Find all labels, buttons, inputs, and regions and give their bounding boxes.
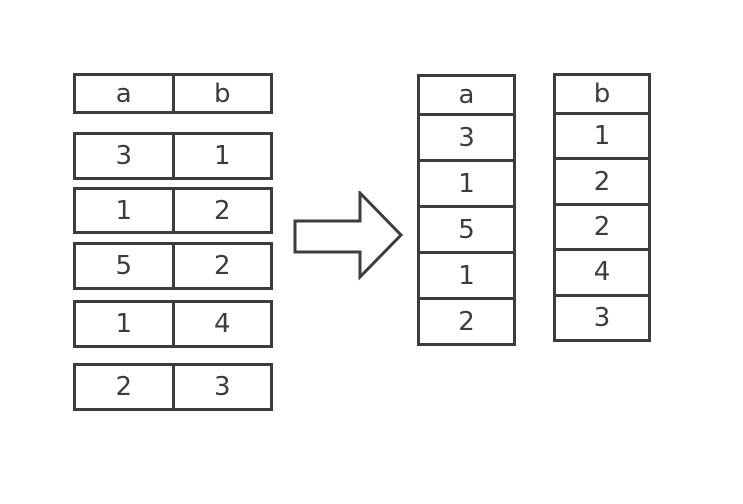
row-cell-a: 1 xyxy=(76,303,175,345)
table-row: 1 2 xyxy=(73,187,273,234)
row-cell-b: 1 xyxy=(213,141,231,171)
column-b-value: 4 xyxy=(556,248,648,293)
column-a-header: a xyxy=(458,80,475,110)
table-row: 3 1 xyxy=(73,132,273,180)
table-row: 1 4 xyxy=(73,300,273,348)
column-b-value: 1 xyxy=(556,112,648,157)
column-a-value: 3 xyxy=(420,113,513,159)
table-row: 2 3 xyxy=(73,363,273,411)
row-cell-b: 3 xyxy=(213,372,231,402)
column-store-b: b 1 2 2 4 3 xyxy=(553,73,651,342)
column-b-value: 2 xyxy=(556,157,648,202)
row-cell-a: 3 xyxy=(76,135,175,177)
left-table-header-row: a b xyxy=(73,73,273,114)
left-table-header-b: b xyxy=(213,78,231,109)
row-cell-a: 1 xyxy=(76,190,175,231)
row-cell-b: 2 xyxy=(213,195,231,226)
left-table-header-a: a xyxy=(76,76,175,111)
column-store-a: a 3 1 5 1 2 xyxy=(417,74,516,346)
column-a-value: 2 xyxy=(420,297,513,343)
column-b-value: 3 xyxy=(556,293,648,339)
row-cell-b: 4 xyxy=(213,309,231,339)
column-b-value: 2 xyxy=(556,202,648,248)
column-a-value: 5 xyxy=(420,205,513,251)
row-cell-a: 2 xyxy=(76,366,175,408)
right-arrow-icon xyxy=(293,191,405,281)
table-row: 5 2 xyxy=(73,242,273,290)
column-b-header: b xyxy=(593,79,611,109)
row-cell-a: 5 xyxy=(76,245,175,287)
column-a-value: 1 xyxy=(420,159,513,205)
row-cell-b: 2 xyxy=(213,251,231,281)
column-a-value: 1 xyxy=(420,251,513,297)
